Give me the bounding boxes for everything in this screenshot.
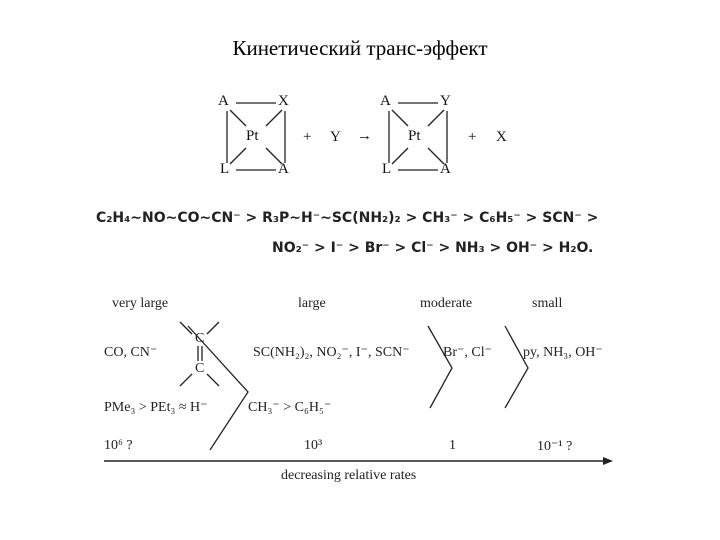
rate-moderate: 1 <box>449 438 456 453</box>
trans-series-line-2: NO₂⁻ > I⁻ > Br⁻ > Cl⁻ > NH₃ > OH⁻ > H₂O. <box>272 240 594 256</box>
reaction-arrow: → <box>357 128 372 144</box>
col4-row1: py, NH₃, OH⁻ <box>523 345 603 360</box>
col1-row1: CO, CN⁻ <box>104 345 158 360</box>
left-bottom-left-ligand: L <box>220 161 230 177</box>
alkene-carbon-top: C <box>195 331 205 346</box>
left-top-left-ligand: A <box>218 93 229 109</box>
header-small: small <box>532 296 563 311</box>
right-bottom-right-ligand: A <box>440 161 451 177</box>
rate-very-large: 10⁶ ? <box>104 438 133 453</box>
reagent-label: Y <box>330 129 341 145</box>
header-large: large <box>298 296 326 311</box>
header-very-large: very large <box>112 296 169 311</box>
header-moderate: moderate <box>420 296 473 311</box>
alkene-carbon-bottom: C <box>195 361 205 376</box>
col3-row1: Br⁻, Cl⁻ <box>443 345 493 360</box>
col2-row2: CH₃⁻ > C₆H₅⁻ <box>248 400 332 415</box>
rate-large: 10³ <box>304 438 323 453</box>
axis-label: decreasing relative rates <box>281 468 417 483</box>
product-label: X <box>496 129 507 145</box>
plus-sign-1: + <box>303 129 312 145</box>
right-bottom-left-ligand: L <box>382 161 392 177</box>
col1-row2: PMe₃ > PEt₃ ≈ H⁻ <box>104 400 208 415</box>
plus-sign-2: + <box>468 129 477 145</box>
right-top-left-ligand: A <box>380 93 391 109</box>
col2-row1: SC(NH₂)₂, NO₂⁻, I⁻, SCN⁻ <box>253 345 410 360</box>
rate-small: 10⁻¹ ? <box>537 439 573 454</box>
right-metal-center: Pt <box>408 128 421 144</box>
left-top-right-ligand: X <box>278 93 289 109</box>
right-top-right-ligand: Y <box>440 93 451 109</box>
page-title: Кинетический транс-эффект <box>232 36 488 60</box>
left-bottom-right-ligand: A <box>278 161 289 177</box>
left-metal-center: Pt <box>246 128 259 144</box>
trans-series-line-1: C₂H₄∼NO∼CO∼CN⁻ > R₃P∼H⁻∼SC(NH₂)₂ > CH₃⁻ … <box>96 210 599 226</box>
